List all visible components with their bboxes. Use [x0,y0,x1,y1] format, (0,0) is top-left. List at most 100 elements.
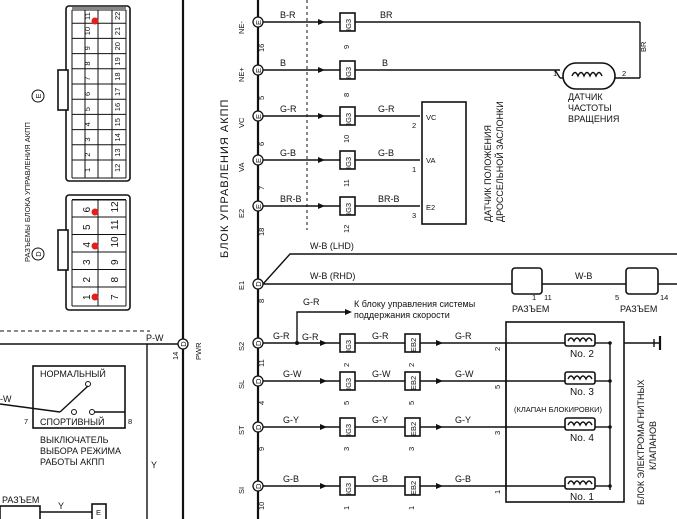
conn-e-pin: 8 [83,61,92,65]
conn-e-pin: 13 [113,148,122,156]
eb-num: 1 [407,506,416,510]
wire-label-2: G-Y [372,415,388,425]
ig-label: IG3 [344,424,353,436]
wire-label: G-R [273,331,290,341]
eb-label: EB2 [409,338,418,352]
pin-name: NE- [237,21,246,34]
arrow [436,378,443,384]
wire-y: Y [151,460,157,470]
junction [608,425,612,429]
wire-label-2: BR-B [378,194,400,204]
conn-e-pin: 14 [113,133,122,141]
wire-wb-label: W-B [575,271,592,281]
pin-num: 4 [257,401,266,405]
wire-label-3: G-W [455,369,474,379]
conn-e-pin: 9 [83,46,92,50]
pin-num: 7 [257,186,266,190]
arrow [320,340,327,346]
pin-conn: D [254,483,263,489]
throttle-va: VA [426,156,435,165]
coil-label: No. 3 [570,387,594,398]
conn-d-pin: 2 [82,277,93,283]
pin-num: 11 [257,359,266,367]
pin-conn: D [254,340,263,346]
ig-num: 1 [342,506,351,510]
wire-label-2: G-B [372,474,388,484]
conn-d-pin: 9 [110,259,121,265]
block-pin: 2 [493,347,502,351]
wire-label: G-W [283,369,302,379]
junction [608,484,612,488]
ig-num: 9 [342,45,351,49]
conn-e-pin: 21 [113,27,122,35]
speed-line-2: ЧАСТОТЫ [568,103,612,113]
svg-text:14: 14 [660,293,668,302]
pin-name: E2 [237,209,246,218]
svg-text:D: D [254,281,263,287]
ecu-label: БЛОК УПРАВЛЕНИЯ АКПП [219,99,231,258]
arrow [436,483,443,489]
conn-e-pin: 5 [83,107,92,111]
block-pin: 3 [493,431,502,435]
conn-e-pin: 16 [113,103,122,111]
eb-label: EB2 [409,481,418,495]
cruise-note-1: К блоку управления системы [354,299,475,309]
conn-e-pin: 15 [113,118,122,126]
ig-num: 8 [342,93,351,97]
conn-e-pin: 11 [83,12,92,20]
conn-d-pin: 6 [82,207,93,213]
pin-name: VC [237,117,246,128]
pwr-pin: D [177,338,189,350]
connector-2: 5 14 РАЗЪЕМ [615,267,668,314]
switch-caption-3: РАБОТЫ АКПП [40,457,104,467]
conn-d-pin: 4 [82,242,93,248]
eb-num: 5 [407,401,416,405]
wire-pw-label: P-W [146,333,164,343]
conn-e-pin: 7 [83,77,92,81]
wire-left-w: -W [0,394,12,404]
speed-line-3: ВРАЩЕНИЯ [568,114,619,124]
conn-d-pin: 3 [82,259,93,265]
ig-num: 5 [342,401,351,405]
cruise-wire: G-R [303,297,320,307]
pin-conn: E [254,158,263,163]
wire-label: B-R [280,10,296,20]
arrow [318,203,325,209]
wire-label-2: G-R [372,331,389,341]
conn-e-pin: 2 [83,153,92,157]
wire-label-3: G-Y [455,415,471,425]
eb-num: 3 [407,447,416,451]
conn-e-pin: 6 [83,92,92,96]
arrow [320,483,327,489]
mode-switch: НОРМАЛЬНЫЙ СПОРТИВНЫЙ [0,365,126,429]
switch-pin-left: 7 [24,417,28,426]
ig-label: IG3 [344,340,353,352]
wire-label: G-R [280,104,297,114]
ig-num: 2 [342,363,351,367]
conn-d-pin: 8 [110,277,121,283]
pin-conn: E [254,20,263,25]
svg-text:11: 11 [544,293,552,302]
coil-winding [567,421,593,427]
conn-e-pin: 12 [113,164,122,172]
conn-d-pin: 10 [110,236,121,248]
pin-name: ST [237,425,246,435]
svg-text:E: E [34,93,43,98]
block-pin: 1 [493,490,502,494]
e1-num: 8 [257,299,266,303]
coil-winding [567,480,593,486]
solenoid-no1: No. 1 [506,476,612,503]
solenoid-block-line-2: КЛАПАНОВ [648,421,658,470]
junction [608,341,612,345]
ig-label: IG3 [344,67,353,79]
pin-name: SI [237,487,246,494]
ig-num: 11 [342,179,351,187]
throttle-vc: VC [426,113,437,122]
svg-text:Y: Y [58,501,64,511]
wire-label-2: B [382,58,388,68]
